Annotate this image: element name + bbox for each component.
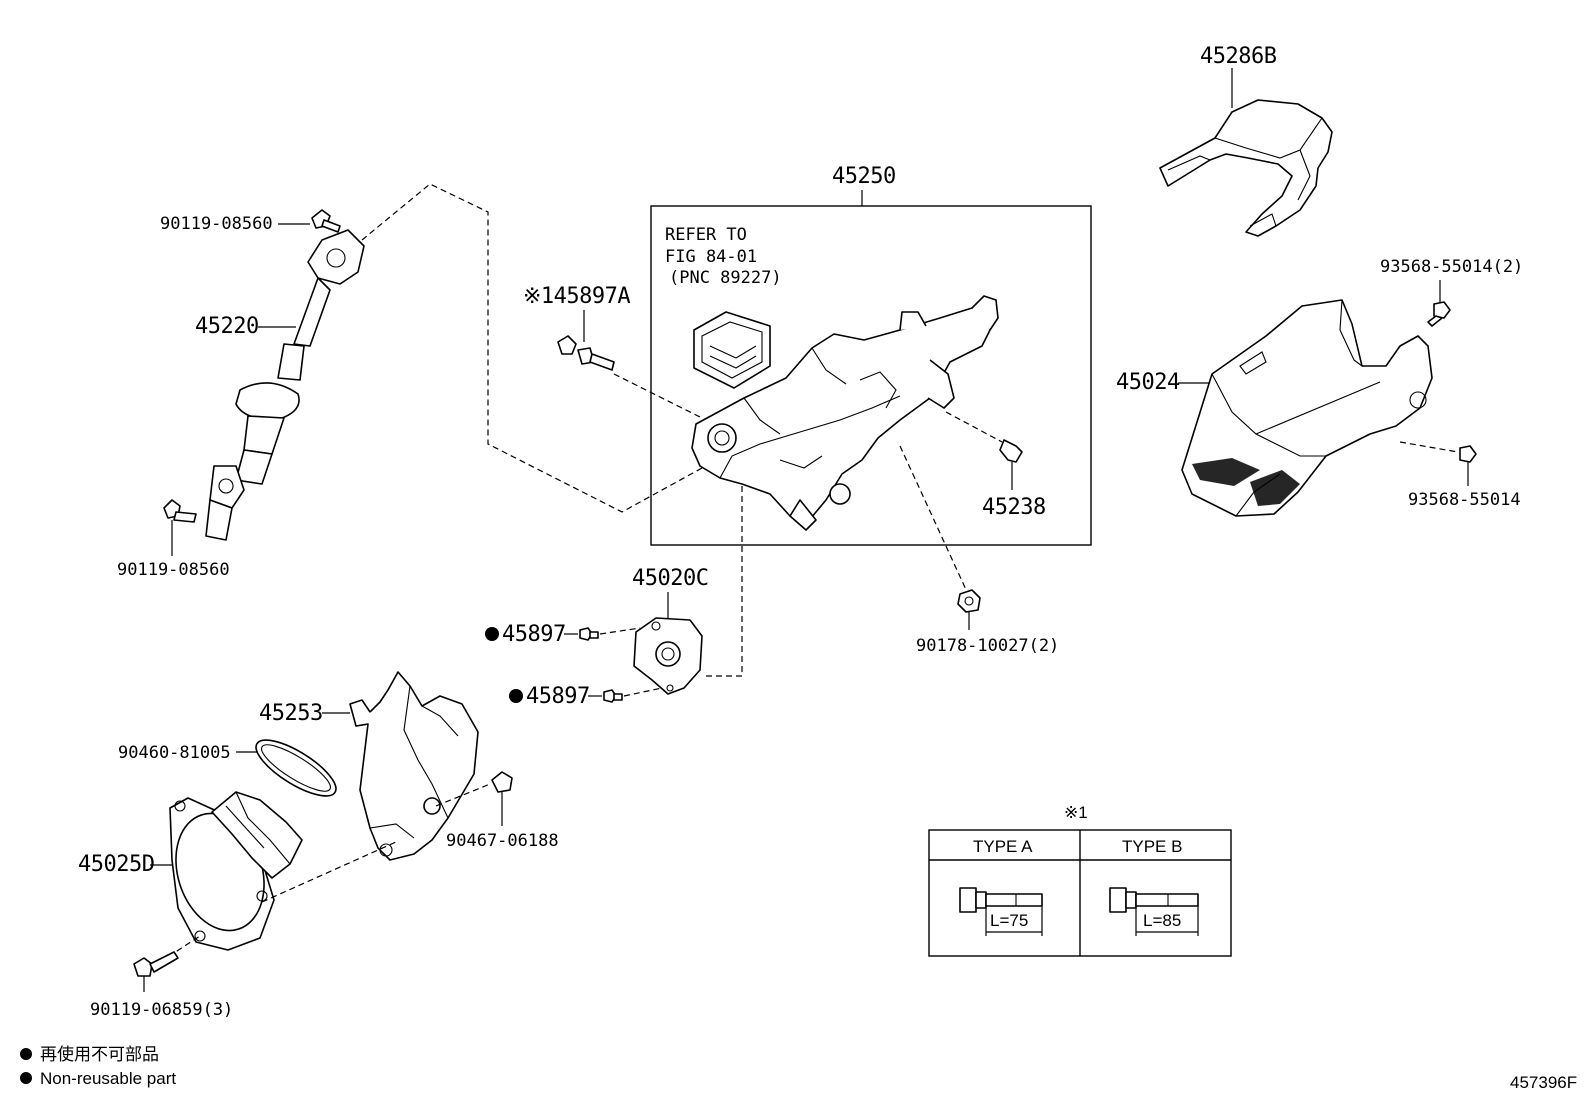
refer-text-line3: (PNC 89227): [669, 268, 782, 288]
part-label-90119-08560-bottom: 90119-08560: [117, 560, 230, 580]
bolt-90119-08560-bottom-illustration: [163, 499, 197, 523]
part-label-45250: 45250: [832, 164, 896, 189]
dashed-guide: [945, 411, 1003, 443]
type-a-bolt-icon: [959, 887, 1043, 936]
clip-90467-06188-illustration: [491, 771, 513, 793]
legend-dot: [20, 1048, 32, 1060]
nut-90178-10027-illustration: [957, 589, 981, 613]
dashed-guide: [704, 486, 743, 677]
part-label-90467-06188: 90467-06188: [446, 831, 559, 851]
part-label-93568-55014: 93568-55014: [1408, 490, 1521, 510]
screw-93568-55014-top-illustration: [1427, 301, 1451, 327]
dashed-guide: [261, 841, 397, 903]
part-label-45897A: ※145897A: [523, 284, 630, 309]
hole-cover-45253-illustration: [349, 671, 479, 861]
type-a-header: TYPE A: [973, 837, 1033, 856]
clip-45238-illustration: [999, 439, 1023, 463]
non-reusable-dot: [509, 689, 523, 703]
refer-text-line1: REFER TO: [665, 225, 747, 245]
type-b-length: L=85: [1143, 911, 1181, 930]
dashed-guide: [1399, 441, 1459, 453]
type-b-bolt-icon: [1109, 887, 1199, 936]
legend-line-english: Non-reusable part: [40, 1069, 176, 1088]
part-label-45897-b: 45897: [526, 684, 590, 709]
dashed-guide: [899, 445, 969, 595]
non-reusable-dot: [485, 627, 499, 641]
part-label-45025D: 45025D: [78, 852, 154, 877]
legend-dot: [20, 1072, 32, 1084]
dashed-guide: [623, 687, 663, 697]
part-label-90119-06859-3: 90119-06859(3): [90, 1000, 233, 1020]
screw-93568-55014-bottom-illustration: [1459, 445, 1477, 463]
part-label-90460-81005: 90460-81005: [118, 743, 231, 763]
part-label-45238: 45238: [982, 495, 1046, 520]
column-assembly-box: [650, 205, 1092, 546]
dash-boot-illustration: [169, 791, 303, 951]
note-marker: ※1: [1064, 803, 1088, 822]
lower-column-cover-illustration: [1181, 299, 1433, 517]
part-label-90119-08560-top: 90119-08560: [160, 214, 273, 234]
part-label-45253: 45253: [259, 701, 323, 726]
type-b-header: TYPE B: [1122, 837, 1182, 856]
part-label-45020C: 45020C: [632, 566, 708, 591]
refer-text-line2: FIG 84-01: [665, 247, 757, 267]
dashed-guide: [613, 373, 703, 419]
dashed-guide: [599, 627, 641, 635]
upper-column-cover-illustration: [1159, 99, 1333, 237]
bolt-90119-06859-illustration: [133, 951, 179, 977]
part-label-45897-a: 45897: [502, 622, 566, 647]
bolt-90119-08560-top-illustration: [311, 209, 341, 233]
intermediate-shaft-illustration: [205, 229, 365, 541]
bolt-45897-a-illustration: [579, 627, 599, 641]
part-label-93568-55014-2: 93568-55014(2): [1380, 257, 1523, 277]
legend: 再使用不可部品 Non-reusable part: [20, 1044, 176, 1088]
part-label-45220: 45220: [195, 314, 259, 339]
legend-line-japanese: 再使用不可部品: [40, 1044, 159, 1064]
clamp-band-illustration: [255, 739, 337, 797]
bolt-45897A-illustration: [557, 335, 615, 371]
type-a-length: L=75: [990, 911, 1028, 930]
figure-id: 457396F: [1510, 1073, 1577, 1092]
steering-column-illustration: [691, 295, 999, 531]
dashed-guide: [361, 183, 703, 513]
ecu-module-illustration: [693, 311, 771, 389]
part-label-45024: 45024: [1116, 370, 1180, 395]
part-label-45286B: 45286B: [1200, 44, 1277, 69]
bolt-type-table: ※1 TYPE A TYPE B L=75 L=85: [928, 803, 1232, 957]
bracket-45020C-illustration: [633, 617, 703, 695]
part-label-90178-10027-2: 90178-10027(2): [916, 636, 1059, 656]
bolt-45897-b-illustration: [603, 689, 623, 703]
dashed-guide: [159, 935, 201, 963]
